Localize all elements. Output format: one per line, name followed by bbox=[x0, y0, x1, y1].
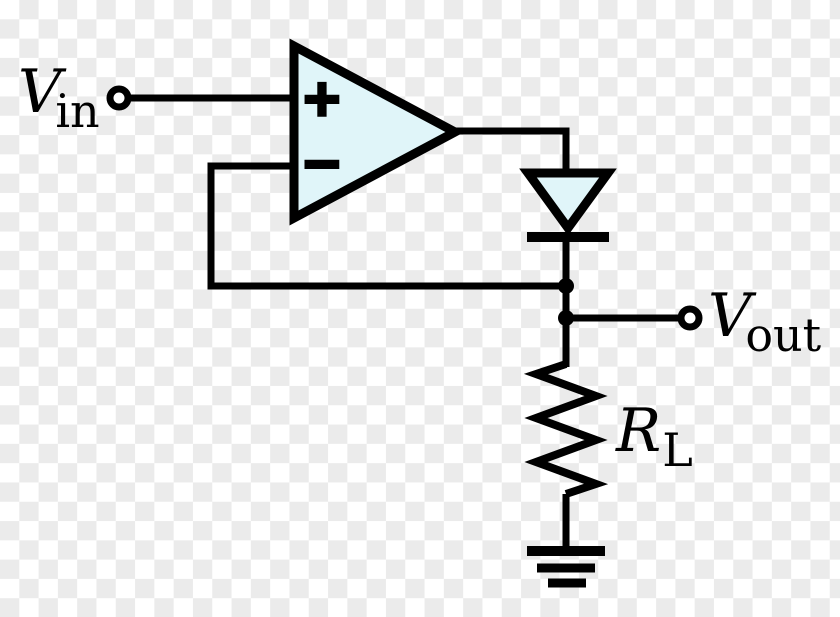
label-rl-base: R bbox=[616, 396, 662, 466]
label-vin-base: V bbox=[18, 57, 62, 127]
label-vout-base: V bbox=[708, 281, 752, 351]
label-load-resistor: R L bbox=[616, 396, 693, 473]
load-resistor-zigzag bbox=[523, 360, 609, 498]
diode-body bbox=[519, 168, 617, 236]
output-junction-dot bbox=[558, 310, 574, 326]
label-vin-subscript: in bbox=[55, 83, 100, 138]
feedback-wire bbox=[207, 162, 566, 290]
feedback-junction-dot bbox=[558, 278, 574, 294]
opamp-output-wire bbox=[453, 127, 570, 175]
opamp-inverting-input-sign: − bbox=[299, 134, 344, 192]
label-rl-subscript: L bbox=[662, 422, 693, 477]
input-terminal bbox=[106, 85, 132, 111]
opamp-noninverting-input-sign: + bbox=[299, 69, 344, 127]
ground-symbol bbox=[527, 546, 605, 588]
label-vout: V out bbox=[708, 281, 821, 358]
opamp-body bbox=[289, 38, 465, 226]
label-vout-subscript: out bbox=[745, 307, 822, 362]
output-terminal bbox=[677, 305, 703, 331]
label-vin: V in bbox=[18, 57, 100, 134]
wire-group bbox=[128, 94, 682, 551]
